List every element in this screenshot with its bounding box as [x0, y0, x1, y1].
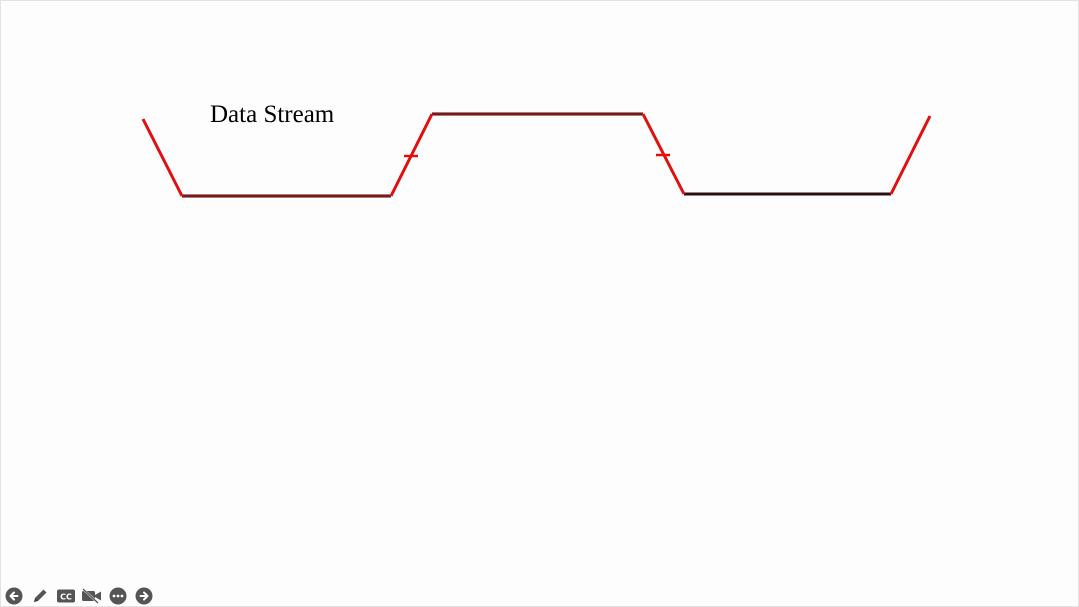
more-options-button[interactable]: [107, 587, 128, 606]
falling-edge-start: [141, 118, 184, 197]
camera-button[interactable]: [81, 587, 102, 606]
svg-text:CC: CC: [60, 593, 72, 602]
presentation-toolbar: CC: [3, 586, 154, 606]
video-off-icon: [82, 588, 101, 604]
rising-edge-end: [889, 115, 932, 195]
diagram-title: Data Stream: [210, 101, 335, 128]
arrow-right-icon: [135, 587, 152, 605]
closed-captions-icon: CC: [56, 589, 75, 603]
pen-tool-button[interactable]: [29, 587, 50, 606]
ellipsis-icon: [109, 587, 126, 605]
captions-button[interactable]: CC: [55, 587, 76, 606]
pencil-icon: [33, 589, 46, 602]
previous-slide-button[interactable]: [3, 587, 24, 606]
next-slide-button[interactable]: [133, 587, 154, 606]
arrow-left-icon: [5, 587, 22, 605]
